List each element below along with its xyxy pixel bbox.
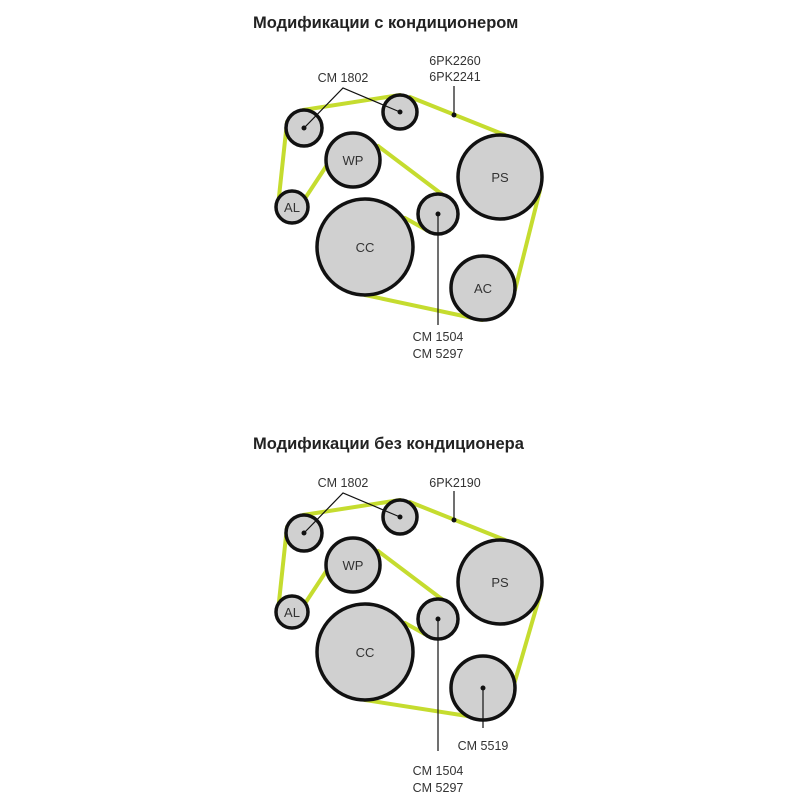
pulley-label: CC	[356, 645, 375, 660]
pulley-label: PS	[491, 575, 509, 590]
wp-pulley	[324, 131, 382, 189]
pulley-label: AC	[474, 281, 492, 296]
idler-label-cm5519: CM 5519	[458, 739, 509, 753]
pulley-label: AL	[284, 200, 300, 215]
tensioner-label: CM 1504	[413, 764, 464, 778]
ac-pulley	[449, 254, 517, 322]
pulley-label: WP	[343, 153, 364, 168]
cc-pulley	[315, 602, 415, 702]
wp-pulley	[324, 536, 382, 594]
belt-label: 6PK2260	[429, 54, 480, 68]
pulley-label: CC	[356, 240, 375, 255]
diagram-without-ac: Модификации без кондиционера WP AL	[253, 435, 544, 795]
ps-pulley	[456, 133, 544, 221]
tensioner-label: CM 5297	[413, 347, 464, 361]
tensioner-label: CM 5297	[413, 781, 464, 795]
diagram-title: Модификации без кондиционера	[253, 435, 525, 453]
idler-label: CM 1802	[318, 476, 369, 490]
pulley-label: PS	[491, 170, 509, 185]
belt	[276, 93, 542, 322]
tensioner-label: CM 1504	[413, 330, 464, 344]
belt	[276, 498, 542, 720]
belt-label: 6PK2190	[429, 476, 480, 490]
cc-pulley	[315, 197, 415, 297]
diagram-with-ac: Модификации с кондиционером WP AL CC PS …	[253, 14, 544, 361]
diagram-title: Модификации с кондиционером	[253, 14, 518, 32]
al-pulley	[274, 594, 310, 630]
pulley-label: WP	[343, 558, 364, 573]
belt-label: 6PK2241	[429, 70, 480, 84]
pulley-label: AL	[284, 605, 300, 620]
ps-pulley	[456, 538, 544, 626]
al-pulley	[274, 189, 310, 225]
idler-label: CM 1802	[318, 71, 369, 85]
